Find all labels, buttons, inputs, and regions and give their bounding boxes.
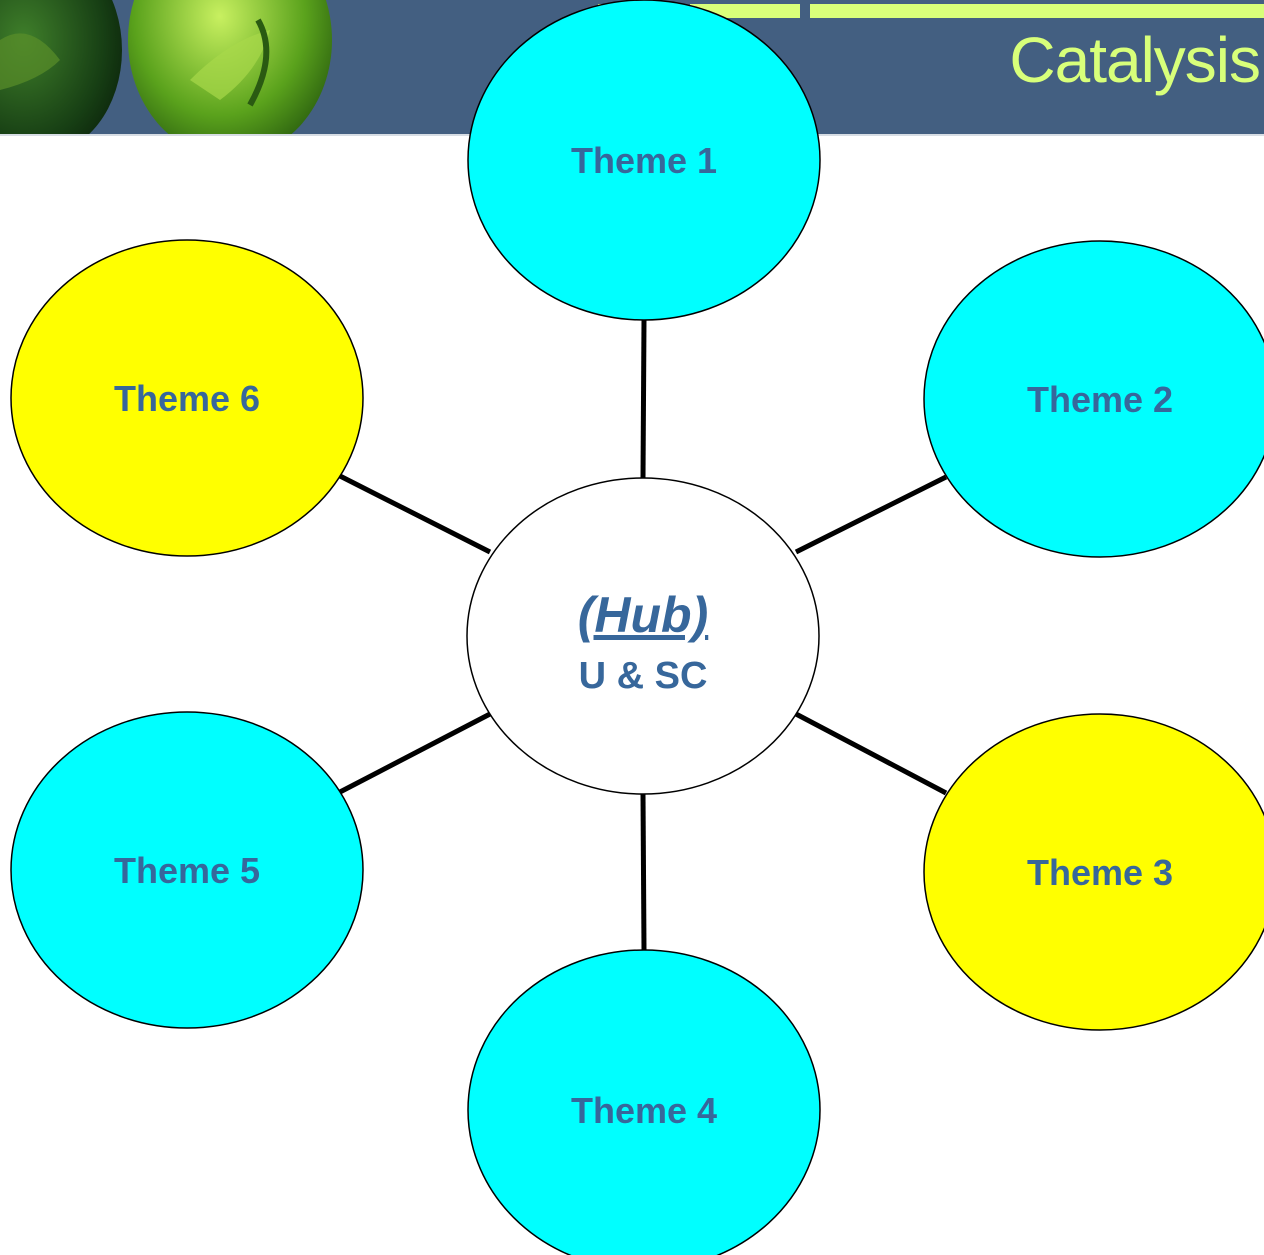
connector-line: [640, 793, 647, 951]
green-leaf-icon: [0, 0, 332, 134]
theme-label: Theme 5: [114, 850, 260, 891]
connector-line: [794, 711, 948, 796]
theme-nodes: Theme 1 Theme 2 Theme 3 Theme 4 Theme 5 Theme…: [10, 0, 1264, 1255]
theme-node: Theme 4: [467, 949, 821, 1255]
theme-node: Theme 3: [923, 713, 1264, 1031]
theme-circle: [467, 0, 821, 321]
hub-sublabel: U & SC: [579, 655, 708, 697]
slide-title: Catalysis: [1009, 24, 1261, 96]
connector-line: [794, 474, 948, 555]
theme-label: Theme 2: [1027, 379, 1173, 420]
theme-node: Theme 2: [923, 240, 1264, 558]
theme-node: Theme 1: [467, 0, 821, 321]
hub-node: (Hub) U & SC: [466, 477, 820, 795]
connectors: [338, 319, 948, 951]
theme-circle: [10, 239, 364, 557]
theme-circle: [923, 240, 1264, 558]
theme-label: Theme 4: [571, 1090, 717, 1131]
theme-circle: [923, 713, 1264, 1031]
connector-line: [338, 711, 492, 795]
theme-label: Theme 3: [1027, 852, 1173, 893]
theme-node: Theme 5: [10, 711, 364, 1029]
connector-line: [338, 473, 492, 555]
theme-node: Theme 6: [10, 239, 364, 557]
hub-label: (Hub): [578, 587, 709, 643]
theme-label: Theme 1: [571, 140, 717, 181]
theme-label: Theme 6: [114, 378, 260, 419]
theme-circle: [10, 711, 364, 1029]
hub-circle: [466, 477, 820, 795]
theme-circle: [467, 949, 821, 1255]
connector-line: [640, 319, 647, 479]
